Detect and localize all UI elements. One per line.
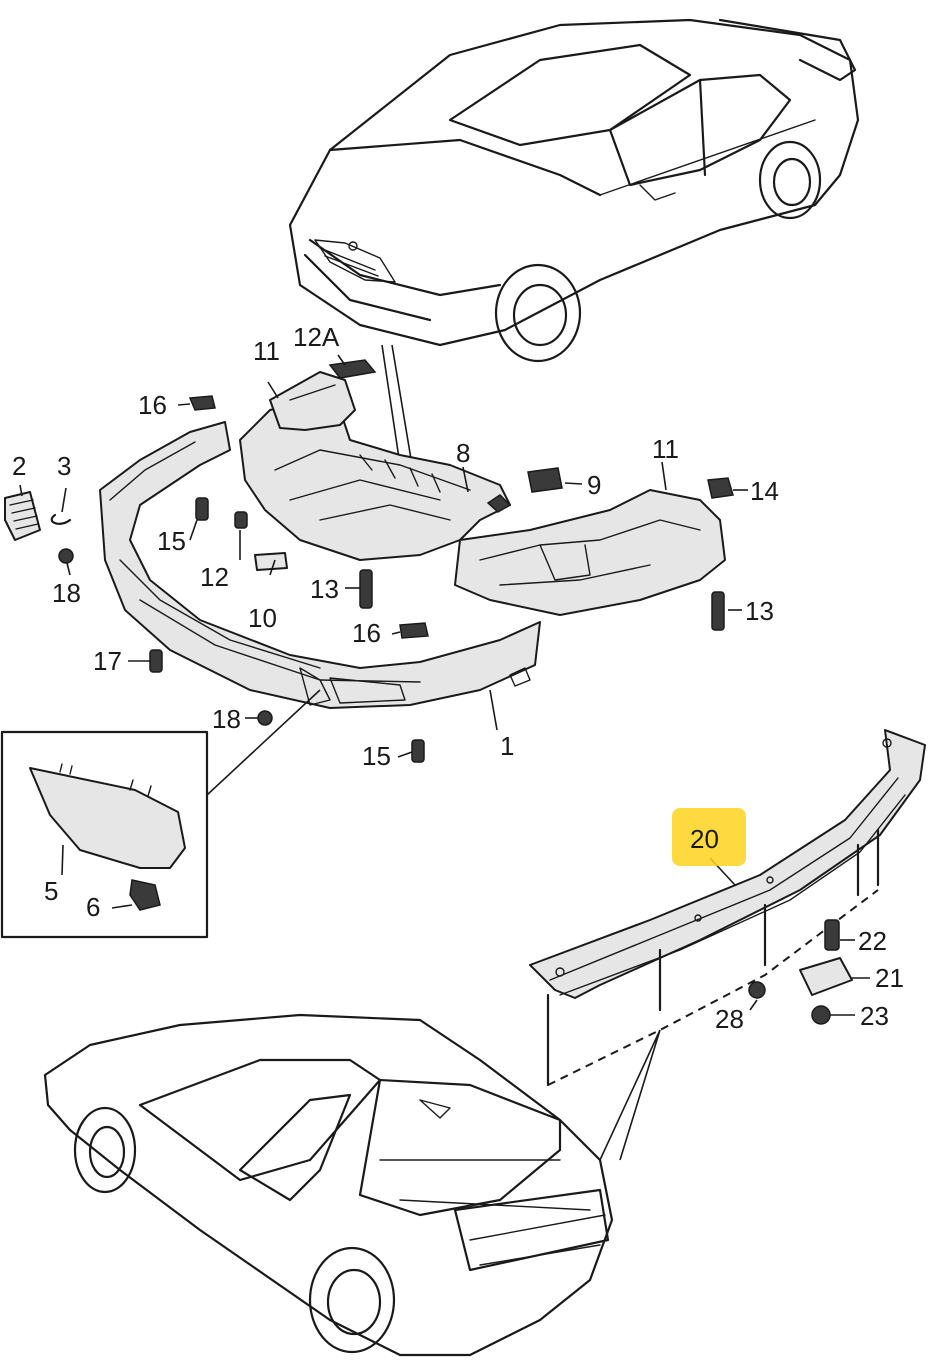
callout-6: 6 [86,892,100,922]
hardware-items [4,395,734,763]
rear-hardware [748,919,853,1025]
callout-labels: 1 2 3 5 6 8 9 10 11 11 12 12A 13 13 14 1… [12,322,904,1034]
inset-detail-box [0,689,321,939]
callout-16-lower: 16 [352,618,381,648]
callout-12a: 12A [293,322,340,352]
splash-shield-right-part-11 [454,489,726,616]
callout-28: 28 [715,1004,744,1034]
callout-21: 21 [875,963,904,993]
callout-20: 20 [690,824,719,854]
callout-11-left: 11 [253,336,280,366]
callout-10: 10 [248,603,277,633]
callout-15-upper: 15 [157,526,186,556]
rear-car-illustration [43,1013,614,1357]
callout-13-center: 13 [310,574,339,604]
callout-15-lower: 15 [362,741,391,771]
front-car-illustration [288,18,860,363]
callout-9: 9 [587,470,601,500]
callout-18-left: 18 [52,578,81,608]
callout-17: 17 [93,646,122,676]
callout-16-upper: 16 [138,390,167,420]
callout-12: 12 [200,562,229,592]
rear-bumper-reinforcement-part-20 [529,729,926,1161]
callout-2: 2 [12,451,26,481]
callout-14: 14 [750,476,779,506]
callout-1: 1 [500,731,514,761]
callout-8: 8 [456,438,470,468]
callout-3: 3 [57,451,71,481]
splash-shield-left-part-11 [269,359,377,431]
callout-23: 23 [860,1001,889,1031]
callout-22: 22 [858,926,887,956]
callout-13-right: 13 [745,596,774,626]
highlight-part-20 [672,808,746,866]
front-bumper-assembly [99,421,541,709]
callout-11-right: 11 [652,434,679,464]
callout-18-lower: 18 [212,704,241,734]
callout-leaders [19,354,870,1016]
callout-5: 5 [44,876,58,906]
